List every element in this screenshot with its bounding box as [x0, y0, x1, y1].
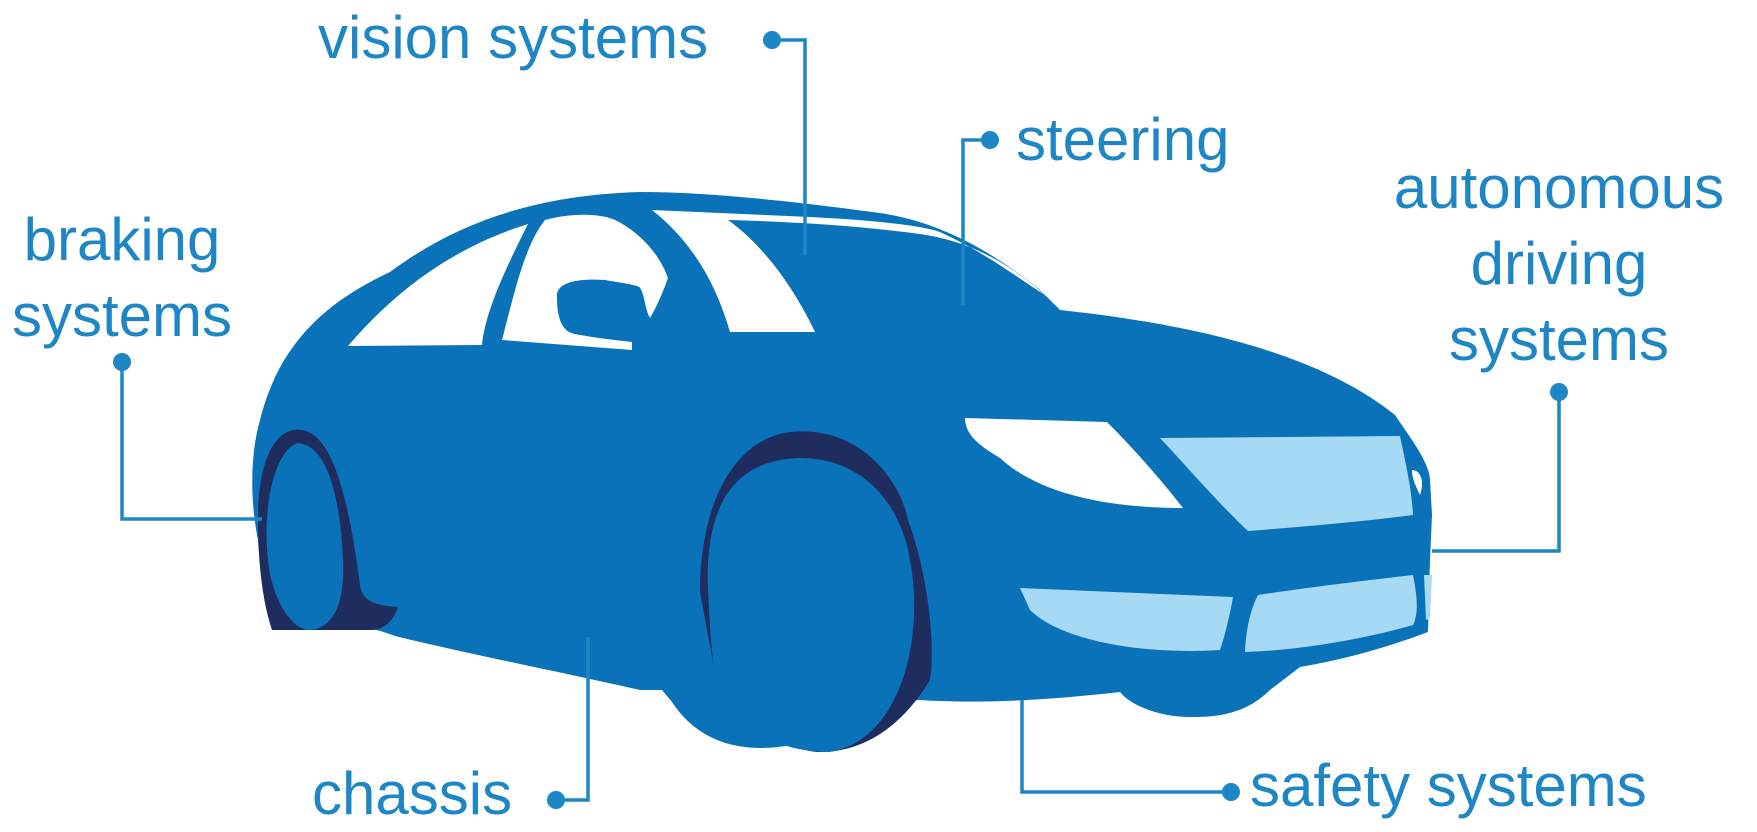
safety-systems-label: safety systems — [1250, 752, 1647, 819]
braking-leader-line — [120, 362, 262, 521]
rear-quarter-window — [348, 224, 528, 346]
autonomous-line-3: systems — [1448, 306, 1670, 373]
autonomous-dot — [1550, 383, 1568, 401]
car-illustration — [252, 192, 1432, 752]
autonomous-driving-systems-label: autonomous driving systems — [1366, 150, 1752, 378]
steering-dot — [981, 131, 999, 149]
leader-lines — [120, 38, 1561, 802]
safety-leader-line — [1020, 700, 1231, 794]
chassis-leader-line — [556, 637, 590, 802]
rear-wheel — [266, 443, 344, 630]
lower-left-intake — [1020, 588, 1233, 651]
front-wheel — [707, 458, 915, 752]
front-door-window — [502, 214, 668, 350]
right-headlight — [1160, 436, 1413, 531]
braking-line-2: systems — [11, 282, 233, 349]
braking-dot — [113, 353, 131, 371]
lower-right-intake — [1245, 575, 1417, 652]
autonomous-line-2: driving — [1470, 230, 1648, 297]
braking-line-1: braking — [23, 206, 221, 273]
chassis-dot — [547, 791, 565, 809]
autonomous-line-1: autonomous — [1393, 154, 1725, 221]
vision-systems-label: vision systems — [318, 4, 709, 71]
safety-dot — [1222, 783, 1240, 801]
leader-dots — [113, 31, 1568, 809]
left-headlight — [965, 418, 1183, 508]
chassis-label: chassis — [312, 760, 513, 827]
vision-leader-line — [772, 38, 807, 255]
vision-dot — [763, 31, 781, 49]
windshield — [652, 210, 1045, 332]
braking-systems-label: braking systems — [4, 202, 240, 354]
nose-notch — [1412, 470, 1423, 495]
autonomous-leader-line — [1432, 392, 1561, 553]
steering-label: steering — [1016, 106, 1230, 173]
grille-slit — [1424, 575, 1432, 620]
